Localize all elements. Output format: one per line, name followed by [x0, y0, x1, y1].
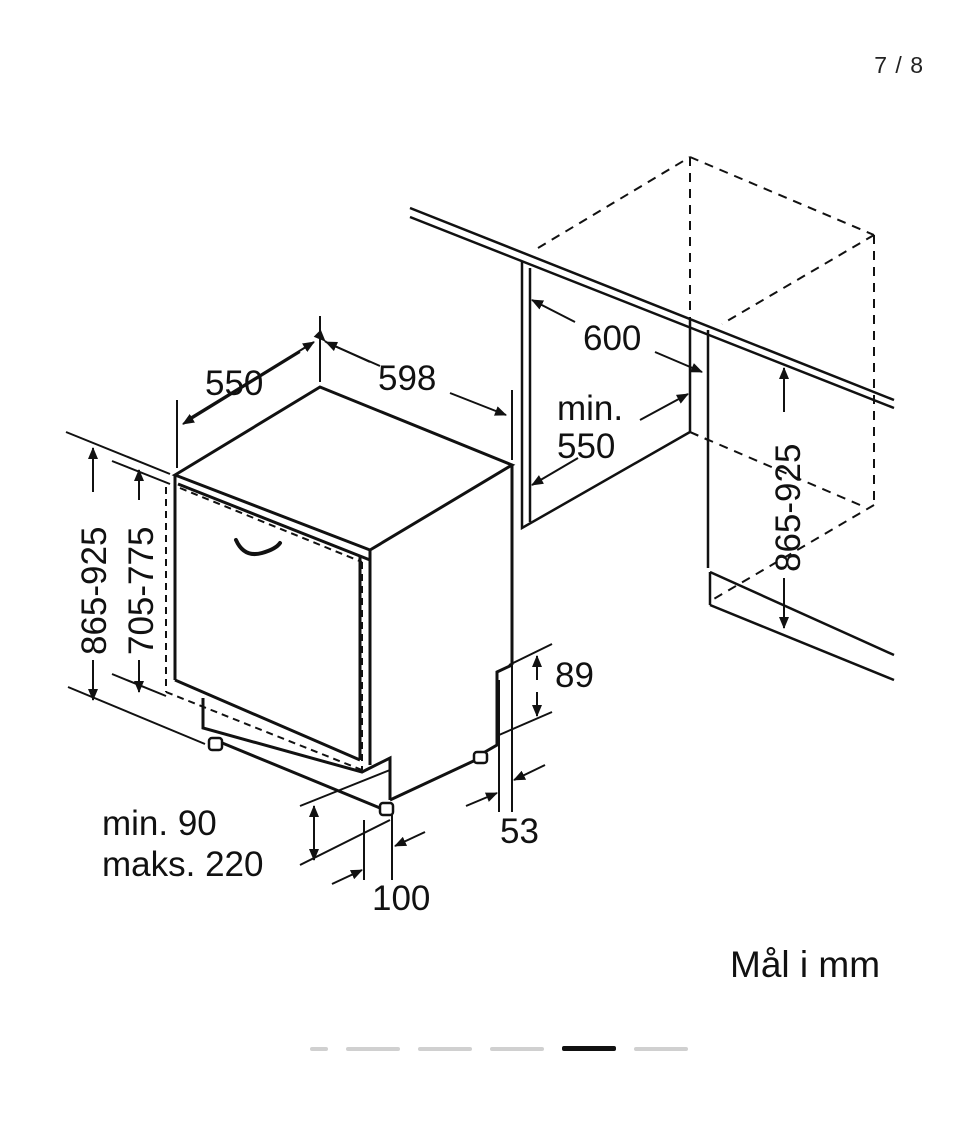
- dim-maks-220: maks. 220: [102, 845, 263, 884]
- dishwasher-body: [171, 385, 516, 810]
- dim-door-height: 705-775: [122, 527, 161, 655]
- carousel-dot-6[interactable]: [634, 1047, 688, 1051]
- unit-label: Mål i mm: [730, 944, 881, 985]
- niche-dashed-outline: [537, 156, 875, 601]
- dim-niche-width-600: 600: [583, 319, 641, 358]
- page-counter: 7 / 8: [874, 52, 924, 78]
- carousel-dot-1[interactable]: [310, 1047, 328, 1051]
- dim-foot-100: 100: [372, 879, 430, 918]
- dim-niche-depth-min: min.: [557, 389, 623, 428]
- carousel-dot-5[interactable]: [562, 1046, 616, 1051]
- carousel-dot-3[interactable]: [418, 1047, 472, 1051]
- dim-width-598: 598: [378, 359, 436, 398]
- door-dashed-outline: [165, 487, 363, 771]
- cabinet-niche: [409, 206, 895, 682]
- carousel-dot-4[interactable]: [490, 1047, 544, 1051]
- adjustable-feet: [207, 736, 489, 817]
- dim-depth-550: 550: [205, 364, 263, 403]
- carousel-dot-2[interactable]: [346, 1047, 400, 1051]
- dimension-lines: [88, 299, 789, 885]
- dim-total-height: 865-925: [75, 527, 114, 655]
- dim-niche-height: 865-925: [769, 444, 808, 572]
- dim-niche-depth-550: 550: [557, 427, 615, 466]
- carousel-indicator: [0, 1042, 960, 1056]
- door-handle-icon: [234, 538, 282, 557]
- dim-min-90: min. 90: [102, 804, 217, 843]
- dim-plinth-89: 89: [555, 656, 594, 695]
- dim-plinth-53: 53: [500, 812, 539, 851]
